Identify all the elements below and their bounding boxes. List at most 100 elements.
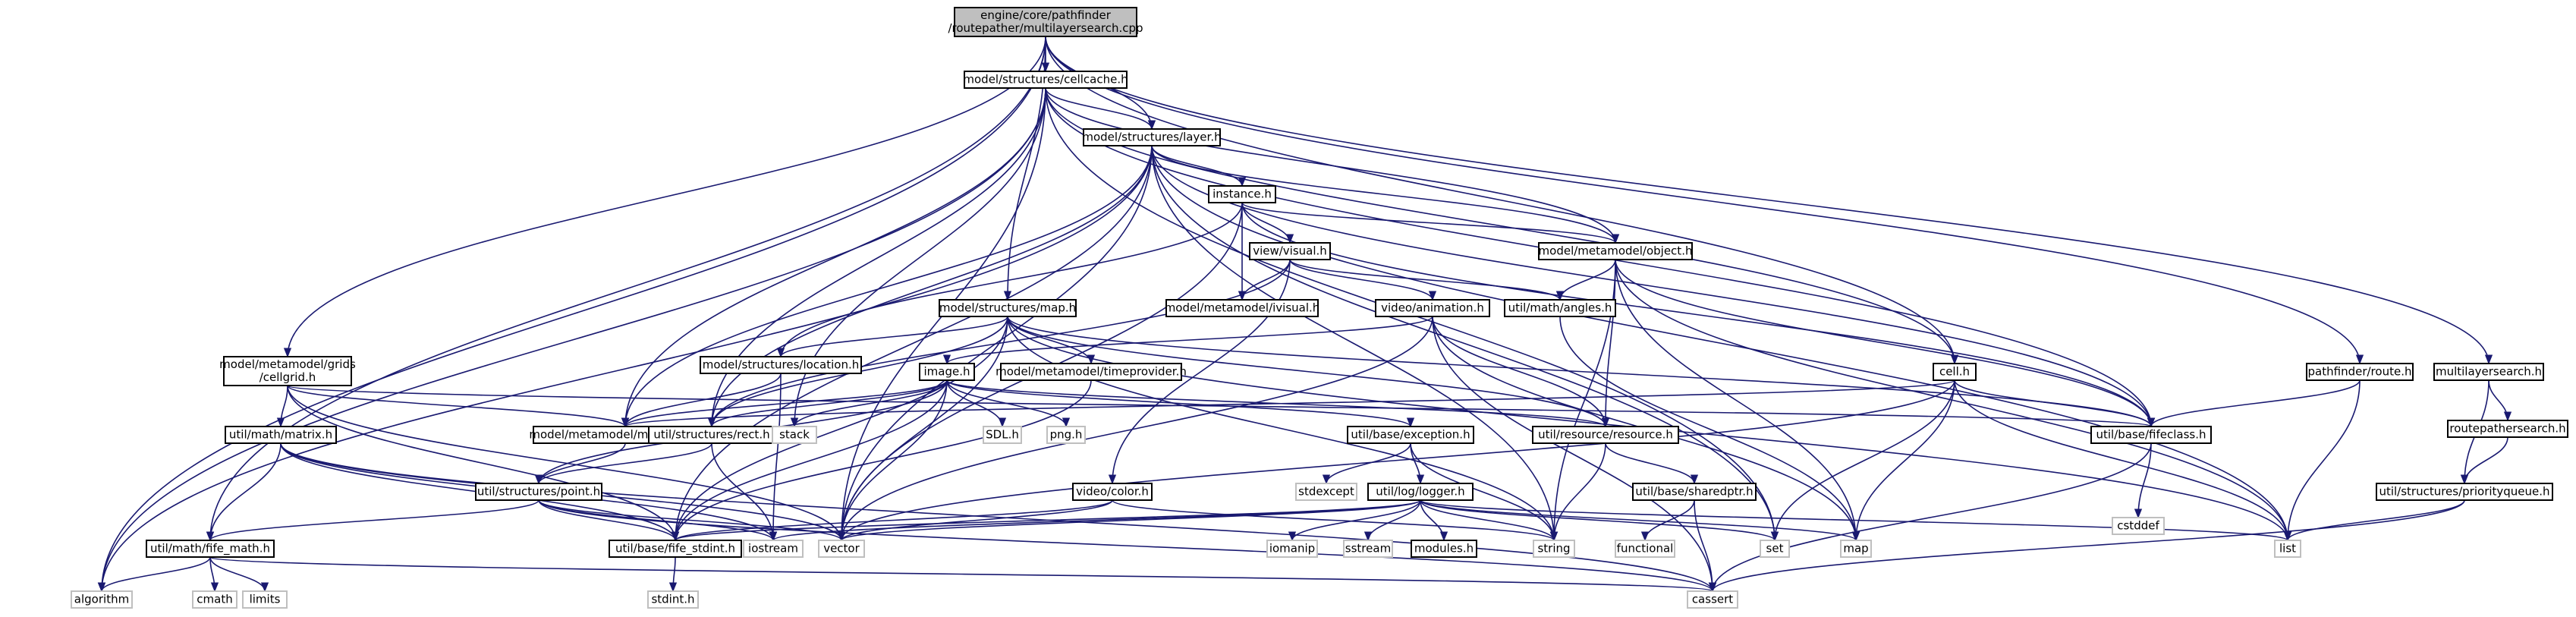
node-box: [1375, 299, 1490, 317]
node-point[interactable]: util/structures/point.h: [475, 483, 602, 501]
edge-cellgrid-to-vector: [287, 385, 846, 542]
node-box: [919, 363, 975, 381]
node-fifemath[interactable]: util/math/fife_math.h: [146, 540, 275, 558]
edge-layer-to-algorithm: [97, 145, 1153, 593]
node-label: model/structures/cellcache.h: [963, 73, 1128, 87]
node-box: [700, 356, 862, 374]
node-cellcache[interactable]: model/structures/cellcache.h: [963, 71, 1128, 89]
edge-cellgrid-to-modelcoords: [287, 385, 629, 428]
node-route[interactable]: pathfinder/route.h: [2306, 363, 2414, 381]
node-label: model/metamodel/object.h: [1539, 244, 1693, 258]
edge-location-to-iostream: [769, 373, 782, 542]
node-modules[interactable]: modules.h: [1411, 540, 1477, 558]
node-matrix[interactable]: util/math/matrix.h: [225, 426, 337, 444]
node-box: [1343, 540, 1393, 558]
node-logger[interactable]: util/log/logger.h: [1367, 483, 1474, 501]
edge-fifestdint-to-stdint: [668, 556, 678, 593]
node-label: cmath: [197, 593, 232, 606]
edge-root-to-route: [1045, 36, 2364, 365]
node-sharedptr[interactable]: util/base/sharedptr.h: [1632, 483, 1757, 501]
edge-visual-to-color: [1108, 259, 1291, 485]
node-set: set: [1760, 540, 1790, 558]
edge-route-to-list: [2283, 379, 2361, 542]
node-label: model/metamodel/grids: [219, 357, 356, 371]
edge-object-to-mapstd: [1615, 259, 1860, 542]
edge-image-to-fifestdint: [671, 379, 948, 542]
node-fifestdint[interactable]: util/base/fife_stdint.h: [609, 540, 742, 558]
edge-color-to-string: [1112, 499, 1558, 542]
node-box: [225, 426, 337, 444]
edge-image-to-rect: [708, 379, 948, 428]
node-label: list: [2279, 542, 2296, 556]
node-list: list: [2274, 540, 2301, 558]
node-label: stdint.h: [651, 593, 694, 606]
node-image[interactable]: image.h: [919, 363, 975, 381]
node-cstddef: cstddef: [2112, 517, 2165, 535]
node-label: engine/core/pathfinder: [980, 8, 1112, 22]
edge-layer-to-rect: [707, 145, 1153, 428]
node-label: util/base/sharedptr.h: [1635, 485, 1753, 499]
edge-root-to-mlsearch: [1045, 36, 2493, 365]
node-animation[interactable]: video/animation.h: [1375, 299, 1490, 317]
edge-color-to-vector: [838, 499, 1113, 542]
edge-cellcache-to-algorithm: [97, 87, 1046, 593]
node-box: [964, 71, 1128, 89]
node-rpsearch[interactable]: routepathersearch.h: [2447, 420, 2568, 438]
node-color[interactable]: video/color.h: [1072, 483, 1153, 501]
node-angles[interactable]: util/math/angles.h: [1504, 299, 1616, 317]
node-location[interactable]: model/structures/location.h: [700, 356, 862, 374]
edge-fifemath-to-cassert: [209, 556, 1716, 593]
node-object[interactable]: model/metamodel/object.h: [1538, 242, 1693, 260]
edge-layer-to-object: [1151, 145, 1619, 244]
node-box: [1000, 363, 1182, 381]
node-box: [2112, 517, 2165, 535]
node-algorithm: algorithm: [71, 590, 133, 609]
node-label: map: [1843, 542, 1868, 556]
node-label: util/base/fife_stdint.h: [615, 542, 735, 556]
node-label: cassert: [1692, 593, 1733, 606]
node-label: pathfinder/route.h: [2308, 365, 2412, 379]
node-cell[interactable]: cell.h: [1933, 363, 1977, 381]
edge-resource-to-sharedptr: [1605, 442, 1699, 485]
edge-layer-to-vector: [837, 145, 1153, 542]
node-fifeclass[interactable]: util/base/fifeclass.h: [2090, 426, 2212, 444]
node-box: [1367, 483, 1474, 501]
node-box: [2433, 363, 2544, 381]
node-ivisual[interactable]: model/metamodel/ivisual.h: [1165, 299, 1320, 317]
edge-fifemath-to-limits: [209, 556, 269, 593]
edge-cell-to-vector: [838, 379, 1955, 542]
node-label: cstddef: [2117, 519, 2159, 533]
node-label: cell.h: [1939, 365, 1970, 379]
edge-rect-to-iostream: [711, 442, 778, 542]
node-cellgrid[interactable]: model/metamodel/grids/cellgrid.h: [219, 356, 356, 386]
edge-cellgrid-to-matrix: [276, 385, 288, 428]
node-box: [1687, 590, 1738, 609]
node-rect[interactable]: util/structures/rect.h: [648, 426, 775, 444]
node-label: video/animation.h: [1381, 301, 1484, 315]
node-layer[interactable]: model/structures/layer.h: [1082, 128, 1222, 146]
edge-map-to-resource: [1007, 316, 1609, 428]
edge-root-to-cell: [1045, 36, 1959, 365]
node-label: view/visual.h: [1253, 244, 1327, 258]
node-box: [192, 590, 237, 609]
node-timeprovider[interactable]: model/metamodel/timeprovider.h: [995, 363, 1187, 381]
node-visual[interactable]: view/visual.h: [1249, 242, 1331, 260]
edge-location-to-modelcoords: [621, 373, 782, 428]
node-instance[interactable]: instance.h: [1208, 185, 1276, 203]
node-exception[interactable]: util/base/exception.h: [1347, 426, 1474, 444]
node-box: [1208, 185, 1276, 203]
edge-image-to-stack: [790, 379, 948, 428]
node-label: set: [1766, 542, 1784, 556]
edge-matrix-to-cassert: [280, 442, 1716, 593]
node-label: util/structures/priorityqueue.h: [2379, 485, 2549, 499]
node-map[interactable]: model/structures/map.h: [939, 299, 1077, 317]
node-label: util/base/fifeclass.h: [2096, 428, 2206, 442]
node-root[interactable]: engine/core/pathfinder/routepather/multi…: [948, 7, 1143, 37]
edge-layer-to-set: [1151, 145, 1779, 542]
node-mlsearch[interactable]: multilayersearch.h: [2433, 363, 2544, 381]
node-resource[interactable]: util/resource/resource.h: [1532, 426, 1679, 444]
node-pqueue[interactable]: util/structures/priorityqueue.h: [2376, 483, 2553, 501]
edge-image-to-png: [946, 379, 1071, 428]
node-mapstd: map: [1840, 540, 1872, 558]
